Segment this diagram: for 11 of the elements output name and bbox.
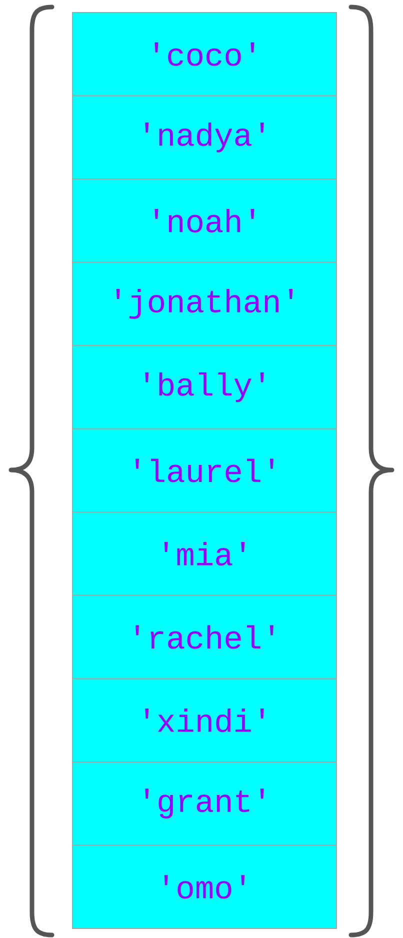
list-cell: 'mia' xyxy=(72,512,337,596)
list-cell: 'rachel' xyxy=(72,594,337,680)
list-cell: 'nadya' xyxy=(72,95,337,180)
list-cell: 'laurel' xyxy=(72,428,337,513)
list-cell: 'xindi' xyxy=(72,678,337,762)
list-cell: 'coco' xyxy=(72,12,337,96)
list-cell: 'jonathan' xyxy=(72,262,337,346)
list-cell: 'bally' xyxy=(72,345,337,430)
list-cell: 'grant' xyxy=(72,761,337,846)
list-cell: 'noah' xyxy=(72,178,337,263)
list-cell: 'omo' xyxy=(72,844,337,929)
